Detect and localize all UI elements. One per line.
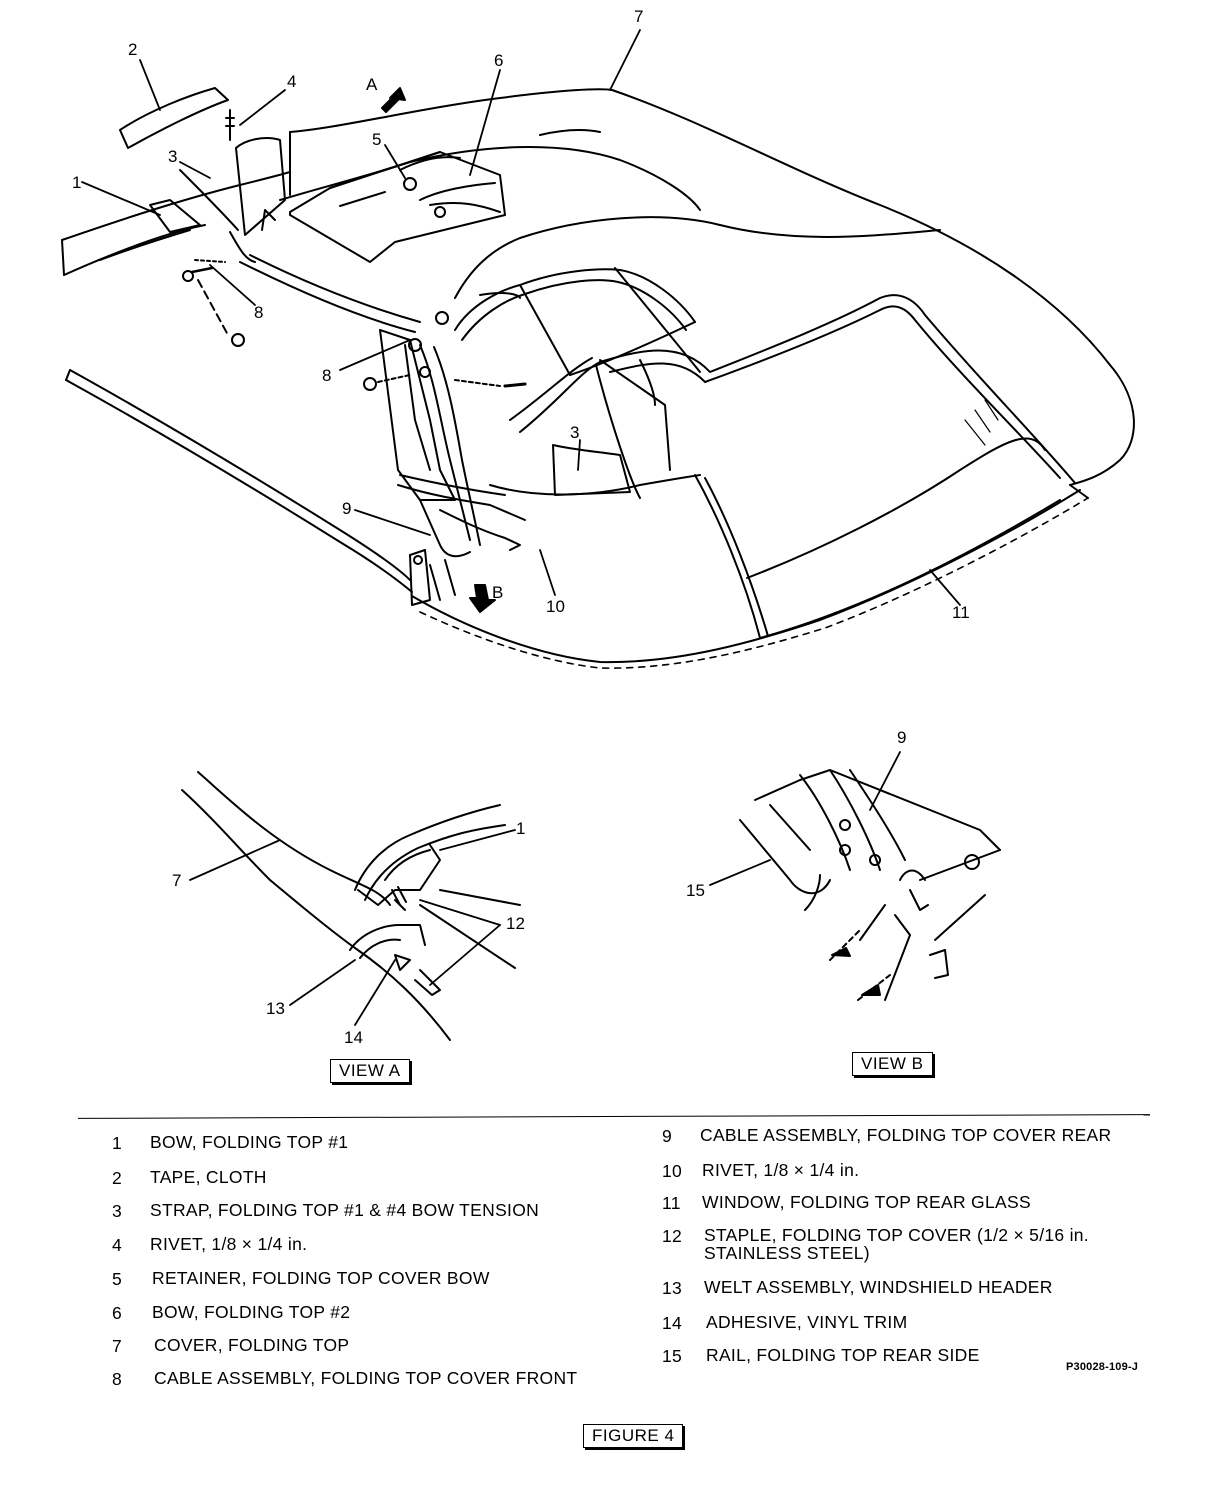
callout-3-rear: 3 (570, 423, 579, 442)
legend-text: BOW, FOLDING TOP #2 (152, 1302, 351, 1322)
view-b-label: VIEW B (852, 1052, 933, 1076)
legend-number: 15 (662, 1346, 683, 1366)
callout-10: 10 (546, 597, 565, 616)
legend-text: WINDOW, FOLDING TOP REAR GLASS (702, 1192, 1031, 1212)
legend-text: ADHESIVE, VINYL TRIM (706, 1312, 908, 1332)
legend-text: WELT ASSEMBLY, WINDSHIELD HEADER (704, 1277, 1053, 1297)
callout-8-rear: 8 (322, 366, 331, 385)
legend-right-column: 9 CABLE ASSEMBLY, FOLDING TOP COVER REAR… (662, 1122, 1162, 1382)
arrow-a-label: A (366, 75, 378, 94)
legend-number: 4 (112, 1235, 123, 1255)
side-quarter-panel (454, 267, 701, 499)
callout-7: 7 (634, 7, 643, 26)
bow-2-and-retainer (289, 151, 506, 263)
legend-number: 12 (662, 1226, 683, 1246)
callout-view-b-9: 9 (897, 728, 906, 747)
rear-window-glass (599, 294, 1076, 639)
callout-6: 6 (494, 51, 503, 70)
view-a-label: VIEW A (330, 1059, 410, 1083)
legend-number: 8 (112, 1369, 123, 1389)
legend-number: 5 (112, 1269, 123, 1289)
callout-numbers-view-a: 1 7 12 13 14 (172, 819, 525, 1047)
callout-8-front: 8 (254, 303, 263, 322)
arrow-b-label: B (492, 583, 503, 602)
callout-4: 4 (287, 72, 296, 91)
legend-text: RETAINER, FOLDING TOP COVER BOW (152, 1268, 490, 1288)
callout-1: 1 (72, 173, 81, 192)
callout-11: 11 (952, 603, 970, 622)
view-b-detail (739, 769, 1001, 1001)
legend-number: 9 (662, 1126, 673, 1146)
legend-text: CABLE ASSEMBLY, FOLDING TOP COVER FRONT (154, 1368, 578, 1388)
legend-left-column: 1 BOW, FOLDING TOP #1 2 TAPE, CLOTH 3 ST… (112, 1133, 632, 1403)
legend-text: BOW, FOLDING TOP #1 (150, 1132, 349, 1152)
callout-5: 5 (372, 130, 381, 149)
legend-number: 13 (662, 1278, 683, 1298)
callout-numbers-view-b: 9 15 (686, 728, 906, 900)
top-cover-outline (61, 88, 1135, 669)
callout-9: 9 (342, 499, 351, 518)
legend-number: 1 (112, 1133, 123, 1153)
callout-view-b-15: 15 (686, 881, 705, 900)
view-arrows (381, 87, 496, 613)
drawing-code: P30028-109-J (1066, 1361, 1139, 1373)
view-a-detail (181, 771, 521, 1041)
callout-view-a-12: 12 (506, 914, 525, 933)
legend-number: 3 (112, 1201, 123, 1221)
legend-divider (78, 1114, 1150, 1119)
legend-number: 6 (112, 1303, 123, 1323)
callout-view-a-13: 13 (266, 999, 285, 1018)
legend-text: TAPE, CLOTH (150, 1167, 267, 1187)
figure-label: FIGURE 4 (583, 1424, 684, 1448)
callout-3: 3 (168, 147, 177, 166)
front-header-hardware (119, 87, 286, 347)
legend-text: CABLE ASSEMBLY, FOLDING TOP COVER REAR (700, 1125, 1112, 1145)
legend-number: 11 (662, 1193, 681, 1213)
legend-text: RIVET, 1/8 × 1/4 in. (150, 1234, 308, 1254)
legend-text: STAPLE, FOLDING TOP COVER (1/2 × 5/16 in… (704, 1225, 1089, 1263)
callout-view-a-14: 14 (344, 1028, 363, 1047)
rear-side-hardware (363, 311, 527, 606)
callout-numbers-main: 7 2 4 6 3 1 5 8 8 3 9 10 11 A B (72, 7, 970, 622)
leader-lines (81, 29, 961, 1026)
legend-text: RIVET, 1/8 × 1/4 in. (702, 1160, 860, 1180)
folding-top-exploded-diagram: 7 2 4 6 3 1 5 8 8 3 9 10 11 A B 1 7 12 1… (61, 7, 1135, 1047)
callout-2: 2 (128, 40, 137, 59)
callout-view-a-7: 7 (172, 871, 181, 890)
legend-number: 14 (662, 1313, 683, 1333)
legend-text: COVER, FOLDING TOP (154, 1335, 350, 1355)
legend-number: 7 (112, 1336, 123, 1356)
legend-text: STRAP, FOLDING TOP #1 & #4 BOW TENSION (150, 1200, 540, 1220)
legend-number: 10 (662, 1161, 683, 1181)
legend-number: 2 (112, 1168, 123, 1188)
legend-text: RAIL, FOLDING TOP REAR SIDE (706, 1345, 980, 1365)
callout-view-a-1: 1 (516, 819, 525, 838)
